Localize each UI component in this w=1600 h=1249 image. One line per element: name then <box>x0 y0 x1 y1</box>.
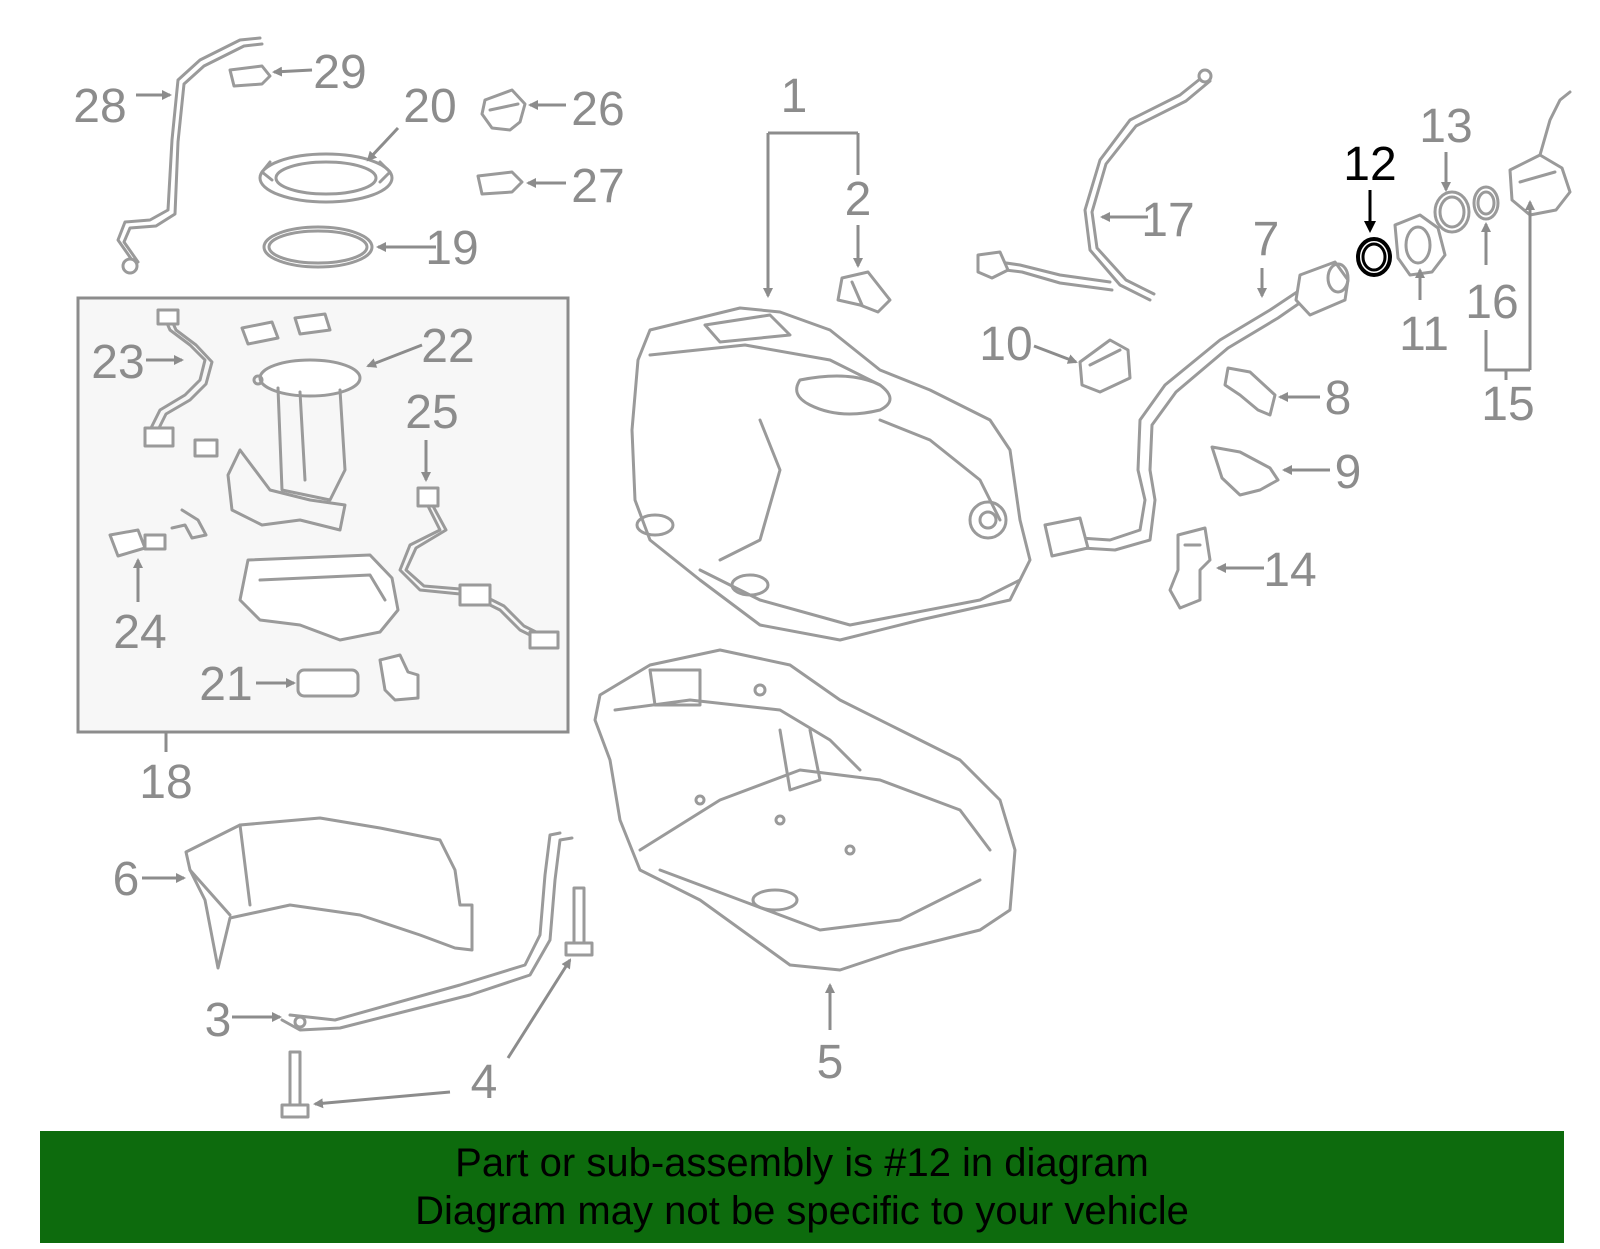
part-7-filler-pipe[interactable] <box>1043 260 1350 558</box>
callout-29: 29 <box>313 46 366 99</box>
callout-20: 20 <box>403 80 456 133</box>
part-27-retainer[interactable] <box>476 170 524 196</box>
callout-3: 3 <box>205 994 232 1047</box>
part-22-pump-module[interactable] <box>226 312 362 532</box>
callout-8: 8 <box>1325 372 1352 425</box>
callout-11: 11 <box>1399 308 1449 361</box>
part-20-lock-ring[interactable] <box>258 152 394 204</box>
part-16-seal[interactable] <box>1472 185 1500 221</box>
callout-17: 17 <box>1141 194 1194 247</box>
callout-24: 24 <box>113 606 166 659</box>
part-1-fuel-tank[interactable] <box>630 306 1032 642</box>
part-8-bracket[interactable] <box>1223 366 1277 417</box>
part-3-tank-strap[interactable] <box>280 831 574 1032</box>
callout-5: 5 <box>817 1036 844 1089</box>
part-26-connector[interactable] <box>480 88 527 132</box>
part-24-valve[interactable] <box>108 508 208 558</box>
callout-2: 2 <box>845 173 872 226</box>
notice-banner: Part or sub-assembly is #12 in diagram D… <box>40 1131 1564 1243</box>
part-19-gasket[interactable] <box>262 225 374 269</box>
callout-26: 26 <box>571 83 624 136</box>
callout-27: 27 <box>571 160 624 213</box>
callout-6: 6 <box>113 853 140 906</box>
part-25-sender-harness[interactable] <box>398 486 560 650</box>
part-29-clip[interactable] <box>228 64 272 88</box>
part-21-fuel-pump[interactable] <box>238 553 420 702</box>
part-11-filler-neck[interactable] <box>1393 213 1447 277</box>
callout-4: 4 <box>471 1056 498 1109</box>
callout-10: 10 <box>979 318 1032 371</box>
part-4-bolt[interactable] <box>280 886 594 1119</box>
part-13-gasket[interactable] <box>1433 190 1471 234</box>
callout-18: 18 <box>139 756 192 809</box>
part-9-bracket[interactable] <box>1210 445 1280 497</box>
callout-16: 16 <box>1465 276 1518 329</box>
callout-14: 14 <box>1263 544 1316 597</box>
part-14-hose-clamp[interactable] <box>1168 526 1212 610</box>
callout-21: 21 <box>199 658 252 711</box>
part-6-heat-shield[interactable] <box>184 816 474 970</box>
part-23-wiring-harness[interactable] <box>143 308 219 458</box>
callout-13: 13 <box>1419 100 1472 153</box>
callout-19: 19 <box>425 222 478 275</box>
part-12-o-ring-highlighted[interactable] <box>1356 237 1392 277</box>
part-2-bracket[interactable] <box>836 270 892 314</box>
callout-25: 25 <box>405 386 458 439</box>
banner-line-1: Part or sub-assembly is #12 in diagram <box>455 1141 1149 1185</box>
part-17-vapor-hose[interactable] <box>976 68 1213 302</box>
callout-12: 12 <box>1343 138 1396 191</box>
callout-1: 1 <box>781 70 808 123</box>
callout-15: 15 <box>1481 378 1534 431</box>
callout-7: 7 <box>1253 213 1280 266</box>
banner-line-2: Diagram may not be specific to your vehi… <box>415 1189 1189 1233</box>
callout-22: 22 <box>421 320 474 373</box>
part-10-bracket[interactable] <box>1078 338 1132 394</box>
part-5-tank-shield[interactable] <box>593 648 1017 972</box>
part-15-fuel-cap[interactable] <box>1508 90 1572 217</box>
part-28-fuel-line[interactable] <box>116 36 264 275</box>
callout-9: 9 <box>1335 446 1362 499</box>
callout-28: 28 <box>73 80 126 133</box>
callout-23: 23 <box>91 336 144 389</box>
